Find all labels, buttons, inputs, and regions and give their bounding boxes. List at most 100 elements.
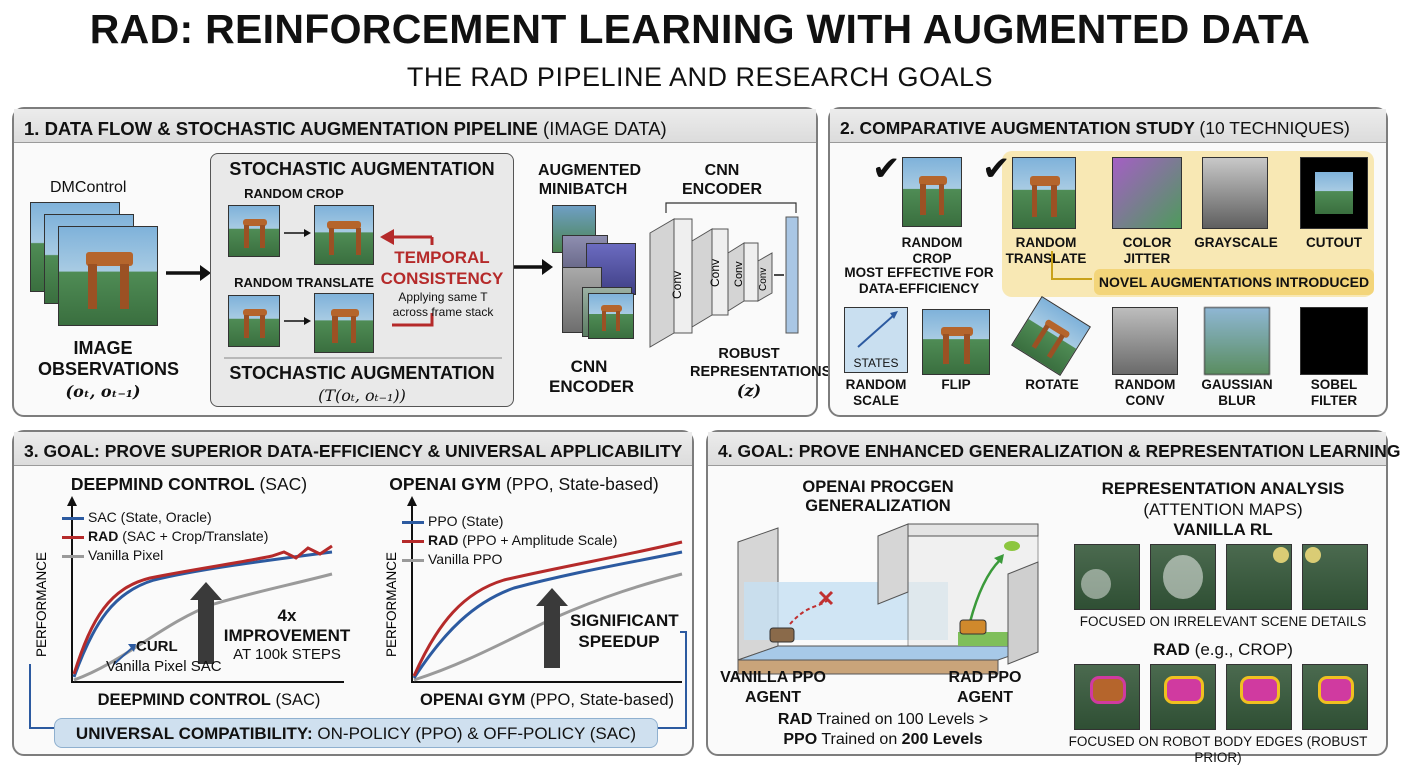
aug-thumb-cutout <box>1300 157 1368 229</box>
crop-after <box>314 205 374 265</box>
aug-label-random-translate: RANDOM TRANSLATE <box>1005 235 1087 266</box>
universal-compat-bar: UNIVERSAL COMPATIBILITY: ON-POLICY (PPO)… <box>54 718 658 748</box>
translate-before <box>228 295 280 347</box>
rad-attn-4 <box>1302 664 1368 730</box>
aug-label-flip: FLIP <box>941 377 971 392</box>
right-xlabel: OPENAI GYM (PPO, State-based) <box>419 691 674 709</box>
efficiency-charts: PERFORMANCE PERFORMANCE <box>29 496 687 729</box>
vanilla-attn-1 <box>1074 544 1140 610</box>
novel-note-bg <box>1094 269 1374 295</box>
cnn-encoder-label-bottom: CNN ENCODER <box>549 357 635 396</box>
curl-label: CURL <box>136 638 178 655</box>
temporal-desc: Applying same T across frame stack <box>392 290 494 319</box>
panel-augmentation-study: 2. COMPARATIVE AUGMENTATION STUDY (10 TE… <box>828 107 1388 417</box>
left-legend: SAC (State, Oracle) RAD (SAC + Crop/Tran… <box>62 508 268 565</box>
procgen-scene <box>737 523 1039 675</box>
rad-attn-1 <box>1074 664 1140 730</box>
vanilla-attn-4 <box>1302 544 1368 610</box>
novel-bracket <box>1051 251 1092 280</box>
vanilla-caption: FOCUSED ON IRRELEVANT SCENE DETAILS <box>1079 614 1367 629</box>
procgen-title: OPENAI PROCGEN GENERALIZATION <box>802 478 954 515</box>
panel2-heading: 2. COMPARATIVE AUGMENTATION STUDY (10 TE… <box>830 109 1386 143</box>
improvement-label: 4x IMPROVEMENT AT 100k STEPS <box>223 606 351 663</box>
right-legend: PPO (State) RAD (PPO + Amplitude Scale) … <box>402 512 617 569</box>
rad-agent-label: RAD PPO AGENT <box>948 669 1022 706</box>
augmentation-box <box>210 153 514 407</box>
panel-data-flow: 1. DATA FLOW & STOCHASTIC AUGMENTATION P… <box>12 107 832 417</box>
minibatch-label: AUGMENTED MINIBATCH <box>538 162 642 198</box>
aug-arrows <box>224 229 502 359</box>
panel1-heading: 1. DATA FLOW & STOCHASTIC AUGMENTATION P… <box>14 109 816 143</box>
rad-attn-2 <box>1150 664 1216 730</box>
rad-caption: FOCUSED ON ROBOT BODY EDGES (ROBUST PRIO… <box>1068 734 1368 765</box>
aug-thumb-grayscale <box>1202 157 1268 229</box>
vanilla-attn-3 <box>1226 544 1292 610</box>
right-legend-ppo: PPO (State) <box>402 512 617 531</box>
random-translate-label: RANDOM TRANSLATE <box>234 275 374 290</box>
aug-label-gaussian-blur: GAUSSIAN BLUR <box>1201 377 1273 408</box>
repr-title: REPRESENTATION ANALYSIS (ATTENTION MAPS) <box>1101 479 1345 519</box>
temporal-consistency-label: TEMPORAL CONSISTENCY <box>380 248 504 288</box>
image-observations-label: IMAGE OBSERVATIONS <box>38 338 180 379</box>
aug-label-grayscale: GRAYSCALE <box>1194 235 1278 250</box>
left-legend-rad: RAD (SAC + Crop/Translate) <box>62 527 268 546</box>
panel-generalization: 4. GOAL: PROVE ENHANCED GENERALIZATION &… <box>706 430 1401 765</box>
aug-title: STOCHASTIC AUGMENTATION <box>229 159 495 179</box>
panel4-heading: 4. GOAL: PROVE ENHANCED GENERALIZATION &… <box>708 432 1401 466</box>
cnn-encoder-label-top: CNN ENCODER <box>682 162 763 198</box>
aug-label-cutout: CUTOUT <box>1306 235 1362 250</box>
aug-thumb-gaussian-blur <box>1204 307 1270 375</box>
translate-after <box>314 293 374 353</box>
aug-math: (T(oₜ, oₜ₋₁)) <box>318 386 406 405</box>
aug-thumb-random-conv <box>1112 307 1178 375</box>
right-curve-rad <box>412 540 683 677</box>
conv-label-1: Conv <box>670 271 684 299</box>
left-ylabel: PERFORMANCE <box>34 552 49 657</box>
right-curve-ppo <box>412 550 683 679</box>
aug-thumb-random-scale <box>844 307 908 373</box>
right-ylabel: PERFORMANCE <box>384 552 399 657</box>
aug-thumb-flip <box>922 309 990 375</box>
aug-label-random-conv: RANDOM CONV <box>1114 377 1176 408</box>
left-legend-sac: SAC (State, Oracle) <box>62 508 268 527</box>
obs-math: (oₜ, oₜ₋₁) <box>65 382 141 401</box>
random-crop-label: RANDOM CROP <box>244 186 344 201</box>
speedup-label: SIGNIFICANT SPEEDUP <box>570 611 679 651</box>
aug-label-random-crop: RANDOM CROP <box>901 235 963 266</box>
obs-frame-front <box>58 226 158 326</box>
right-legend-rad: RAD (PPO + Amplitude Scale) <box>402 531 617 550</box>
robust-representations-label: ROBUST REPRESENTATIONS <box>690 346 832 380</box>
page-subtitle: THE RAD PIPELINE AND RESEARCH GOALS <box>406 62 994 92</box>
aug-label-random-scale: RANDOM SCALE <box>845 377 907 408</box>
aug-label-rotate: ROTATE <box>1025 377 1079 392</box>
vanilla-agent-label: VANILLA PPO AGENT <box>720 669 826 706</box>
cnn-encoder-diagram: Conv Conv Conv Conv <box>649 202 799 348</box>
panel3-heading: 3. GOAL: PROVE SUPERIOR DATA-EFFICIENCY … <box>14 432 692 466</box>
rad-attn-label: RAD (e.g., CROP) <box>1153 640 1293 659</box>
aug-thumb-color-jitter <box>1112 157 1182 229</box>
left-chart-title: DEEPMIND CONTROL (SAC) <box>70 474 308 494</box>
vanilla-rl-label: VANILLA RL <box>1173 520 1273 539</box>
vanilla-attn-2 <box>1150 544 1216 610</box>
novel-note: NOVEL AUGMENTATIONS INTRODUCED <box>1098 274 1370 290</box>
aug-thumb-sobel-filter <box>1300 307 1368 375</box>
left-legend-vanilla: Vanilla Pixel <box>62 546 268 565</box>
aug-thumb-random-crop <box>902 157 962 227</box>
left-curve-sac <box>72 550 333 678</box>
minibatch-frame-6 <box>588 293 634 339</box>
crop-note: MOST EFFECTIVE FOR DATA-EFFICIENCY <box>844 265 994 296</box>
left-xlabel: DEEPMIND CONTROL (SAC) <box>97 691 321 709</box>
random-scale-icon <box>857 311 898 348</box>
rad-attn-3 <box>1226 664 1292 730</box>
page-title: RAD: REINFORCEMENT LEARNING WITH AUGMENT… <box>89 6 1311 52</box>
rad-vs-ppo-text: RAD Trained on 100 Levels > PPO Trained … <box>777 711 989 748</box>
improvement-arrow <box>190 582 222 664</box>
panel-data-efficiency: 3. GOAL: PROVE SUPERIOR DATA-EFFICIENCY … <box>12 430 694 756</box>
conv-label-3: Conv <box>733 261 745 287</box>
left-curve-rad <box>72 544 333 675</box>
conv-label-4: Conv <box>758 268 769 291</box>
right-chart-title: OPENAI GYM (PPO, State-based) <box>389 474 659 494</box>
check-translate: ✔ <box>982 150 1011 188</box>
aug-label-sobel-filter: SOBEL FILTER <box>1310 377 1358 408</box>
crop-before <box>228 205 280 257</box>
